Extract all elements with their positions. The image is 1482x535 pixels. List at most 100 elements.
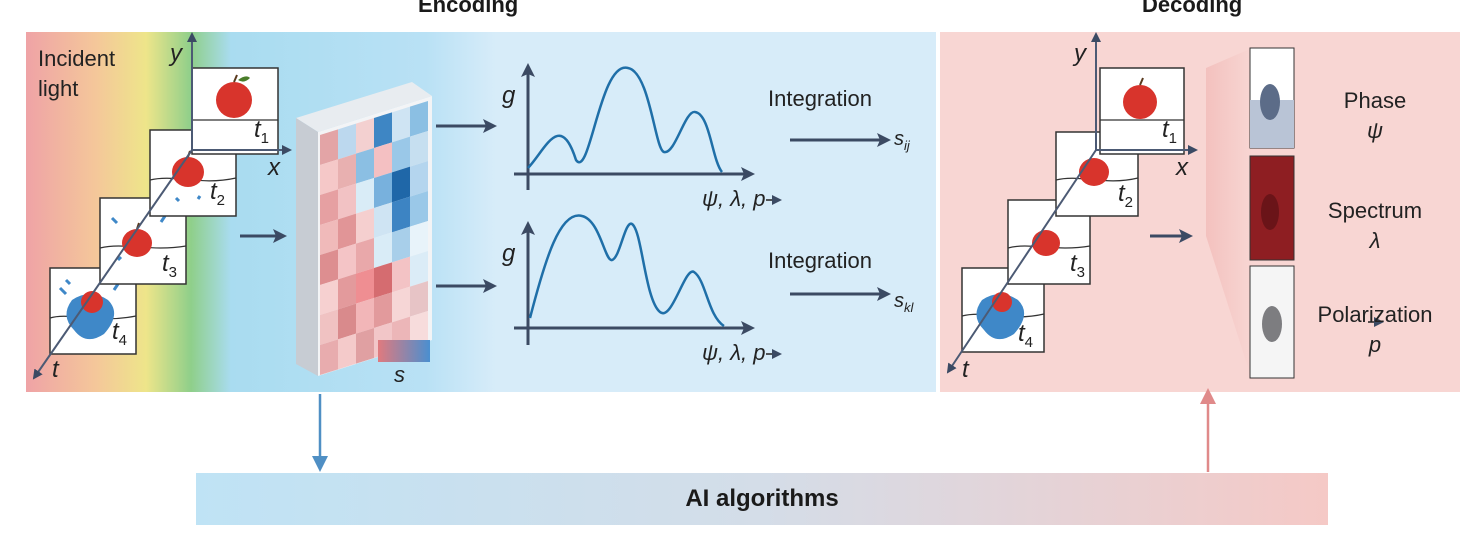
incident-light-line-1: Incident [38, 46, 116, 71]
mask-cell [320, 189, 338, 225]
mask-cell [320, 249, 338, 285]
mask-cell [338, 273, 356, 310]
dec-t-axis-label: t [962, 356, 969, 383]
graph-2 [514, 214, 755, 345]
mask-cell [392, 166, 410, 203]
mask-cell [410, 310, 428, 347]
mask-cell [374, 262, 392, 298]
mask-cell [338, 243, 356, 280]
mask-cell [410, 130, 428, 167]
mask-cell [356, 327, 374, 364]
mask-cell [356, 237, 374, 274]
mask-cell [392, 226, 410, 263]
mask-cell [356, 117, 374, 154]
mask-cell [410, 220, 428, 257]
frame-t1 [191, 67, 279, 155]
graph-1 [514, 63, 755, 190]
enc-t4-label: t4 [112, 318, 128, 349]
spectrum-name: Spectrum [1327, 198, 1423, 223]
mask-cell [320, 129, 338, 165]
incident-light-label: Incident light [38, 44, 115, 104]
mask-cell [338, 213, 356, 250]
graph-2-x-label: ψ, λ, p [702, 340, 766, 365]
splash-icon [976, 294, 1025, 340]
dec-t3-label: t3 [1070, 250, 1086, 281]
encoding-frames [32, 32, 292, 380]
mask-cell [374, 202, 392, 238]
mask-colorbar [378, 340, 430, 362]
decoding-title: Decoding [1142, 0, 1243, 17]
dec-frame-t4 [961, 267, 1045, 353]
dec-frame-t1 [1099, 67, 1185, 155]
graph-1-integration-label: Integration [768, 86, 872, 111]
mask-cell [338, 123, 356, 160]
graph-1-output: sij [894, 128, 910, 153]
mask-cell [410, 160, 428, 197]
dec-x-axis-label: x [1176, 154, 1188, 181]
polarization-panel [1249, 265, 1295, 379]
ai-algorithms-bar: AI algorithms [196, 473, 1328, 525]
enc-t-axis-label: t [52, 356, 59, 383]
spectrum-label: Spectrum λ [1310, 196, 1440, 256]
mask-cell [374, 112, 392, 148]
mask-cell [320, 159, 338, 195]
mask-cell [392, 196, 410, 233]
mask-cell [410, 280, 428, 317]
graph-1-curve [527, 66, 724, 173]
encoding-title: Encoding [418, 0, 519, 17]
mask-cell [356, 297, 374, 334]
mask-cell [374, 142, 392, 178]
apple-icon [81, 291, 103, 313]
mask-cell [320, 309, 338, 345]
graph-2-curve [528, 214, 725, 328]
graph-2-output: skl [894, 290, 914, 315]
mask-cell [392, 136, 410, 173]
mask-cell [320, 339, 338, 375]
mask-cell [374, 172, 392, 208]
mask-cell [374, 232, 392, 268]
decoding-frames [946, 32, 1198, 374]
spectrum-panel [1249, 155, 1295, 261]
incident-light-line-2: light [38, 76, 79, 101]
dec-y-axis-label: y [1074, 40, 1086, 67]
apple-icon [1079, 158, 1109, 186]
graph-2-integration-label: Integration [768, 248, 872, 273]
mask-cell [338, 153, 356, 190]
apple-icon [122, 229, 152, 257]
mask-cell [356, 267, 374, 304]
mask-cell [410, 100, 428, 137]
mask-cell [374, 292, 392, 328]
phase-label: Phase ψ [1310, 86, 1440, 146]
dec-t4-label: t4 [1018, 320, 1034, 351]
spectrum-symbol: λ [1369, 228, 1381, 253]
mask-cell [320, 219, 338, 255]
phase-name: Phase [1343, 88, 1407, 113]
mask-cell [338, 183, 356, 220]
enc-x-axis-label: x [268, 154, 280, 181]
mask-cell [356, 147, 374, 184]
graph-2-y-label: g [502, 240, 516, 267]
mask-cell [356, 177, 374, 214]
apple-icon [216, 82, 252, 118]
polarization-symbol: p [1368, 332, 1382, 357]
mask-cell [410, 190, 428, 227]
dec-t2-label: t2 [1118, 180, 1134, 211]
apple-icon [172, 157, 204, 187]
dec-t1-label: t1 [1162, 116, 1178, 147]
mask-cell [392, 286, 410, 323]
coded-mask [296, 82, 432, 376]
mask-cell [410, 250, 428, 287]
apple-icon [1123, 85, 1157, 119]
decoding-wedge [1206, 48, 1252, 380]
enc-t2-label: t2 [210, 178, 226, 209]
phase-panel [1249, 47, 1295, 149]
graph-1-x-label: ψ, λ, p [702, 186, 766, 211]
mask-cell [338, 303, 356, 340]
polarization-label: Polarization p [1300, 300, 1450, 360]
enc-t3-label: t3 [162, 250, 178, 281]
ai-algorithms-label: AI algorithms [685, 485, 839, 512]
mask-cell [392, 256, 410, 293]
mask-cell [338, 333, 356, 370]
enc-t1-label: t1 [254, 116, 270, 147]
mask-label: s [394, 362, 405, 387]
